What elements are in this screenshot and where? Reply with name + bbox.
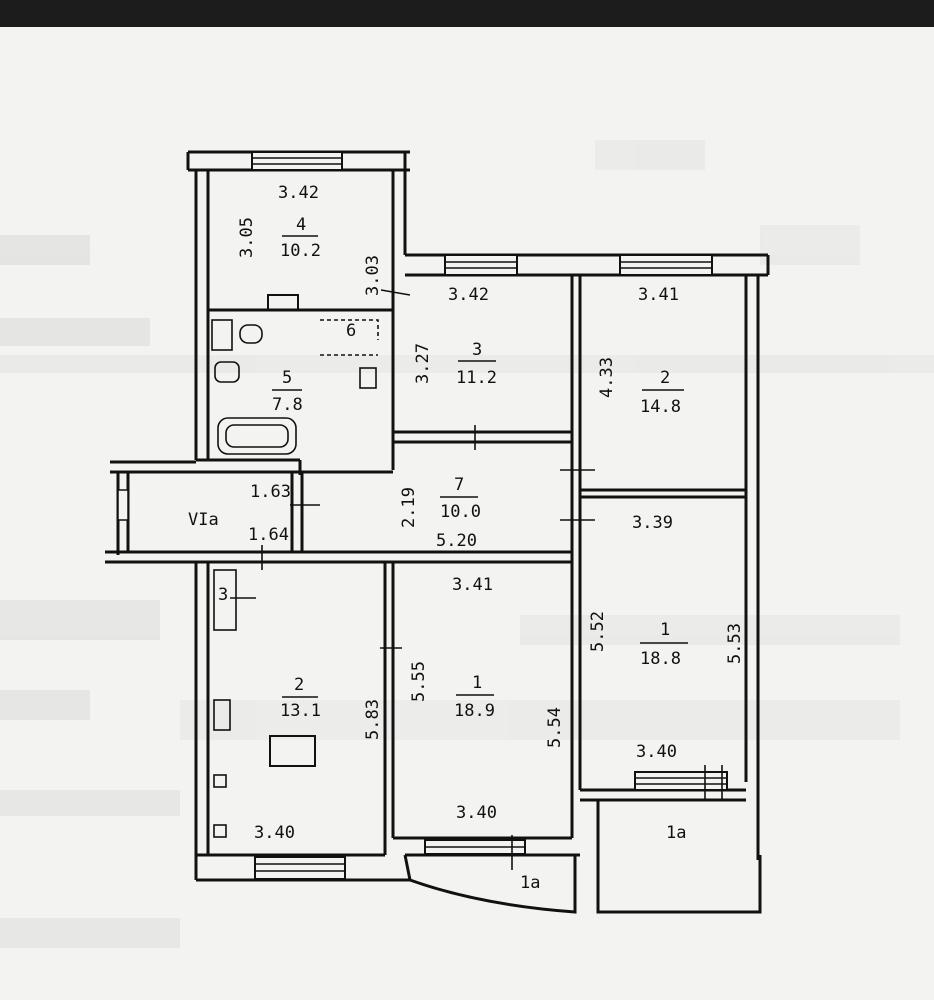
room4-number: 4 bbox=[296, 215, 306, 235]
fixtures bbox=[211, 294, 379, 838]
windows bbox=[117, 151, 728, 880]
room1r-area: 18.8 bbox=[640, 649, 681, 669]
room1m-height-right: 5.54 bbox=[545, 707, 565, 748]
room1m-number: 1 bbox=[472, 673, 482, 693]
room3-area: 11.2 bbox=[456, 368, 497, 388]
top-bar bbox=[0, 0, 934, 27]
room2t-width: 3.41 bbox=[638, 285, 679, 305]
room2b-number: 2 bbox=[294, 675, 304, 695]
balcony-shapes bbox=[409, 800, 762, 914]
room1r-height-left: 5.52 bbox=[588, 611, 608, 652]
room1r-width-top: 3.39 bbox=[632, 513, 673, 533]
room3-height: 3.27 bbox=[413, 343, 433, 384]
balcony1-label: 1a bbox=[520, 873, 540, 893]
balcony2-label: 1a bbox=[666, 823, 686, 843]
room1r-width-bottom: 3.40 bbox=[636, 742, 677, 762]
room1m-height-left: 5.55 bbox=[409, 661, 429, 702]
tick-marks bbox=[230, 289, 723, 870]
room2t-area: 14.8 bbox=[640, 397, 681, 417]
background-ghost-text bbox=[0, 140, 934, 948]
room4-width: 3.42 bbox=[278, 183, 319, 203]
room1m-width-top: 3.41 bbox=[452, 575, 493, 595]
room3-number: 3 bbox=[472, 340, 482, 360]
room2b-height: 5.83 bbox=[363, 699, 383, 740]
room3-width: 3.42 bbox=[448, 285, 489, 305]
room4-area: 10.2 bbox=[280, 241, 321, 261]
loggia-dim-bottom: 1.64 bbox=[248, 525, 289, 545]
room5-extra: 6 bbox=[346, 321, 356, 341]
room1m-width-bottom: 3.40 bbox=[456, 803, 497, 823]
room5-area: 7.8 bbox=[272, 395, 303, 415]
storage3-number: 3 bbox=[218, 585, 228, 605]
room2b-area: 13.1 bbox=[280, 701, 321, 721]
loggia-dim-top: 1.63 bbox=[250, 482, 291, 502]
room2b-width: 3.40 bbox=[254, 823, 295, 843]
room1m-area: 18.9 bbox=[454, 701, 495, 721]
room4-height: 3.05 bbox=[237, 217, 257, 258]
room1r-height-right: 5.53 bbox=[725, 623, 745, 664]
room1r-number: 1 bbox=[660, 620, 670, 640]
room5-number: 5 bbox=[282, 368, 292, 388]
room2t-height: 4.33 bbox=[597, 357, 617, 398]
room7-area: 10.0 bbox=[440, 502, 481, 522]
room7-number: 7 bbox=[454, 475, 464, 495]
room7-height: 2.19 bbox=[399, 487, 419, 528]
loggia-label: VIa bbox=[188, 510, 219, 530]
room7-width: 5.20 bbox=[436, 531, 477, 551]
room4-height2: 3.03 bbox=[363, 255, 383, 296]
room2t-number: 2 bbox=[660, 368, 670, 388]
